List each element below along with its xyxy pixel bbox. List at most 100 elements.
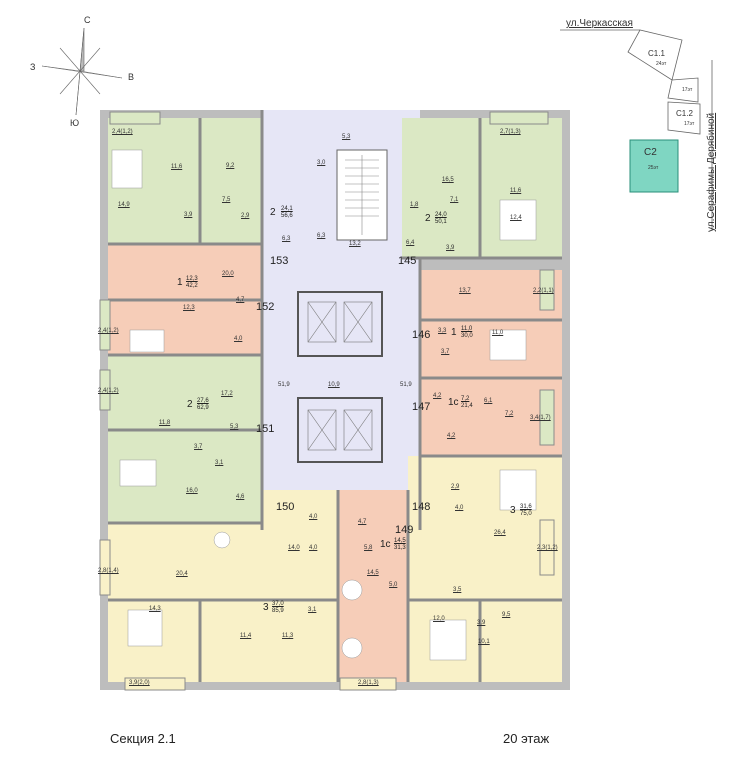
room-area: 9,5 [502, 612, 511, 618]
apt-rooms: 1с [448, 397, 459, 408]
room-area: 3,9 [184, 212, 193, 218]
room-area: 5,8 [364, 545, 373, 551]
room-area: 5,0 [389, 582, 398, 588]
compass-rose-icon [41, 27, 123, 116]
c12-name: С1.2 [676, 109, 693, 118]
room-area: 17,2 [221, 391, 233, 397]
room-area: 5,3 [230, 424, 239, 430]
room-area: 3,9(2,0) [129, 680, 150, 686]
room-area: 4,0 [309, 545, 318, 551]
apt-number[interactable]: 148 [412, 501, 431, 513]
room-area: 3,7 [441, 349, 450, 355]
c11b-floors: 17эт [682, 87, 693, 93]
room-area: 9,2 [226, 163, 235, 169]
room-area: 4,0 [309, 514, 318, 520]
room-area: 6,3 [317, 233, 326, 239]
room-area: 3,5 [453, 587, 462, 593]
room-area: 12,0 [433, 616, 445, 622]
c11-floors: 24эт [656, 61, 667, 67]
room-area: 26,4 [494, 530, 506, 536]
room-area: 2,9 [241, 213, 250, 219]
lift-core-top [297, 291, 383, 357]
room-area: 3,9 [477, 620, 486, 626]
room-area: 2,4(1,2) [112, 129, 133, 135]
room-area: 3,9 [446, 245, 455, 251]
room-area: 11,0 [492, 330, 504, 336]
apt-number[interactable]: 147 [412, 401, 431, 413]
room-area: 6,1 [484, 398, 493, 404]
room-area: 2,4(1,2) [98, 388, 119, 394]
room-area: 2,8(1,3) [358, 680, 379, 686]
apt-number[interactable]: 152 [256, 301, 275, 313]
apt-rooms: 3 [510, 505, 516, 516]
room-area: 51,9 [278, 382, 290, 388]
room-area: 6,3 [282, 236, 291, 242]
room-area: 2,2(1,1) [533, 288, 554, 294]
room-area: 13,7 [459, 288, 471, 294]
room-area: 13,2 [349, 241, 361, 247]
room-area: 20,0 [222, 271, 234, 277]
floor-label: 20 этаж [503, 731, 550, 746]
street-top: ул.Черкасская [566, 18, 633, 29]
room-area: 4,0 [455, 505, 464, 511]
apt-rooms: 2 [187, 399, 193, 410]
room-area: 11,3 [282, 633, 294, 639]
north-label: С [84, 15, 91, 25]
room-area: 6,4 [406, 240, 415, 246]
room-area: 3,7 [194, 444, 203, 450]
room-area: 7,1 [450, 197, 459, 203]
apt-rooms: 1 [451, 327, 457, 338]
room-area: 2,4(1,2) [98, 328, 119, 334]
room-area: 2,8(1,4) [98, 568, 119, 574]
room-area: 11,6 [510, 188, 522, 194]
room-area: 11,8 [159, 420, 171, 426]
room-area: 14,0 [288, 545, 300, 551]
apt-rooms: 2 [270, 207, 276, 218]
site-map [560, 29, 713, 230]
room-area: 3,4(1,7) [530, 415, 551, 421]
lift-core-bottom [297, 397, 383, 463]
apt-number[interactable]: 153 [270, 255, 289, 267]
apt-number[interactable]: 146 [412, 329, 431, 341]
room-area: 12,4 [510, 215, 522, 221]
room-area: 11,4 [240, 633, 252, 639]
room-area: 11,6 [171, 164, 183, 170]
room-area: 4,7 [236, 297, 245, 303]
apt-147-fill [420, 378, 562, 456]
room-area: 14,3 [149, 606, 161, 612]
apt-number[interactable]: 150 [276, 501, 295, 513]
apt-number[interactable]: 145 [398, 255, 417, 267]
room-area: 10,9 [328, 382, 340, 388]
street-right-label: ул.Серафимы Дерябиной [706, 112, 717, 232]
room-area: 4,6 [236, 494, 245, 500]
room-area: 3,1 [308, 607, 317, 613]
c2-name: С2 [644, 147, 657, 158]
c12-floors: 17эт [684, 121, 695, 127]
apt-rooms: 1с [380, 539, 391, 550]
room-area: 14,9 [118, 202, 130, 208]
room-area: 16,0 [186, 488, 198, 494]
room-area: 4,7 [358, 519, 367, 525]
room-area: 2,3(1,2) [537, 545, 558, 551]
room-area: 3,0 [317, 160, 326, 166]
room-area: 2,9 [451, 484, 460, 490]
apt-number[interactable]: 151 [256, 423, 275, 435]
apt-rooms: 3 [263, 602, 269, 613]
room-area: 4,0 [234, 336, 243, 342]
c11-name: С1.1 [648, 49, 665, 58]
room-area: 20,4 [176, 571, 188, 577]
room-area: 5,3 [342, 134, 351, 140]
apt-number[interactable]: 149 [395, 524, 414, 536]
section-label: Секция 2.1 [110, 731, 176, 746]
room-area: 3,3 [438, 328, 447, 334]
